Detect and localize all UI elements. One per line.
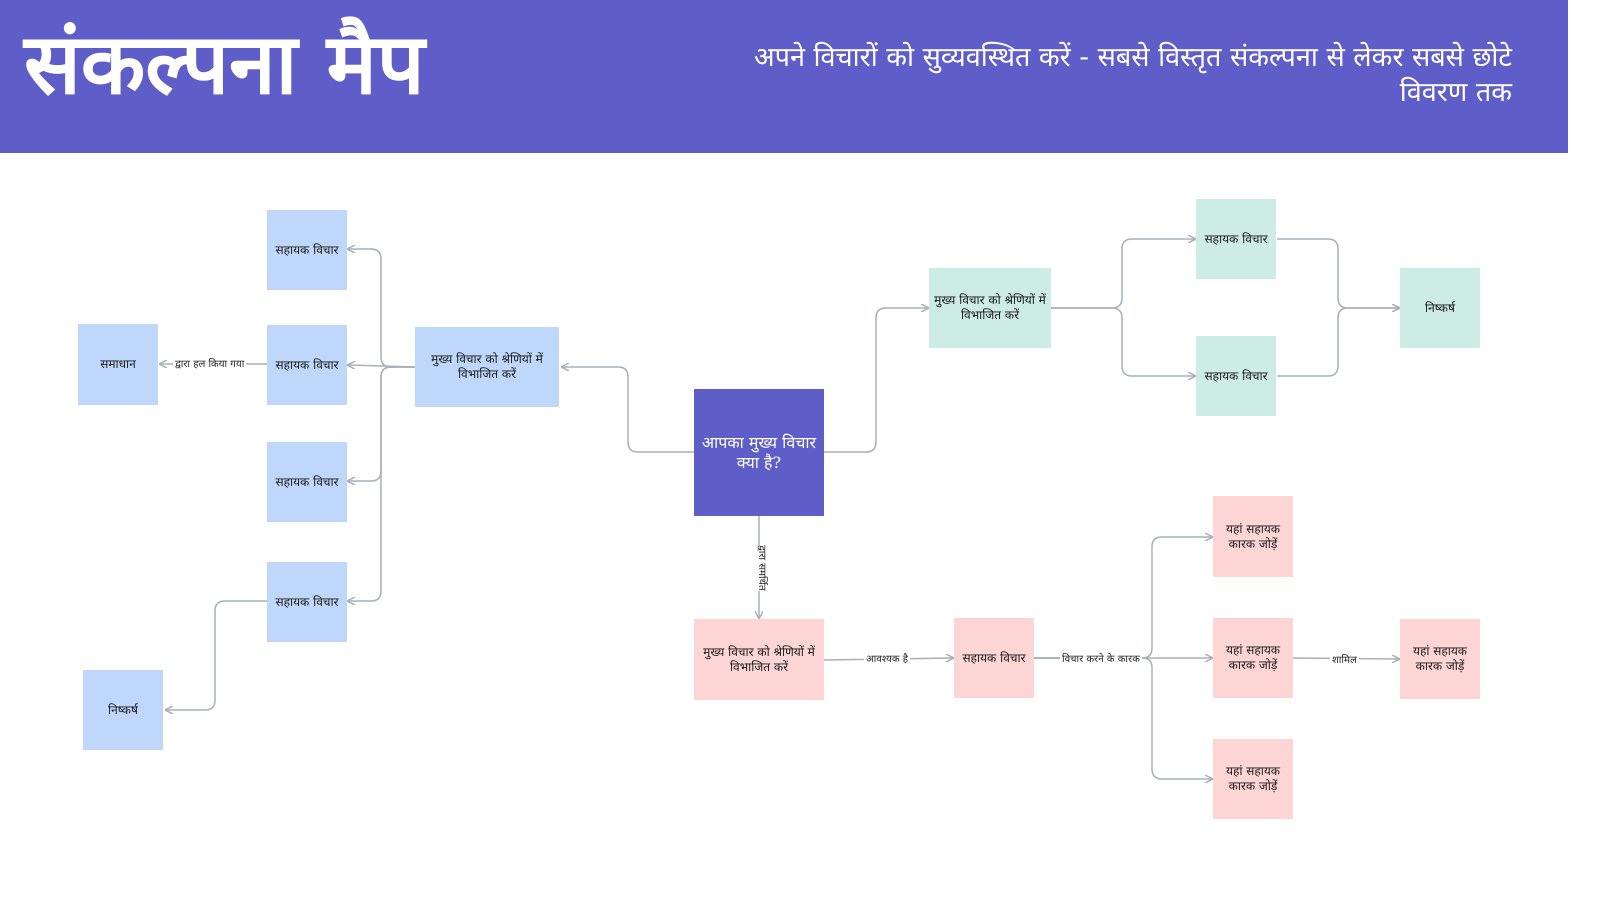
main-idea-node[interactable]: आपका मुख्य विचार क्या है? <box>694 389 824 516</box>
edge-support-4-to-conclusion <box>166 600 267 710</box>
edge-support-to-factor-3 <box>1034 657 1212 779</box>
left-support-node-4[interactable]: सहायक विचार <box>267 562 347 642</box>
right-support-node-1[interactable]: सहायक विचार <box>1196 199 1276 279</box>
bottom-support-node[interactable]: सहायक विचार <box>954 618 1034 698</box>
edge-left-category-to-support-4 <box>348 366 415 601</box>
edge-label-requires: आवश्यक है <box>864 651 910 665</box>
edge-right-support-2-to-conclusion <box>1277 308 1399 377</box>
edge-label-solved-by: द्वारा हल किया गया <box>173 356 247 370</box>
left-support-node-1[interactable]: सहायक विचार <box>267 210 347 290</box>
edge-main-to-right-category <box>824 308 928 453</box>
factor-node-4[interactable]: यहां सहायक कारक जोड़ें <box>1400 619 1480 699</box>
page-title: संकल्पना मैप <box>24 15 425 113</box>
page-subtitle: अपने विचारों को सुव्यवस्थित करें - सबसे … <box>753 42 1512 108</box>
edge-label-factors-to-consider: विचार करने के कारक <box>1060 651 1142 665</box>
edge-left-category-to-support-1 <box>348 249 415 368</box>
edge-label-includes: शामिल <box>1330 652 1359 666</box>
left-support-node-2[interactable]: सहायक विचार <box>267 325 347 405</box>
header-banner: संकल्पना मैप अपने विचारों को सुव्यवस्थित… <box>0 0 1568 153</box>
factor-node-1[interactable]: यहां सहायक कारक जोड़ें <box>1213 496 1293 577</box>
edge-support-to-factor-1 <box>1034 537 1212 659</box>
edge-right-category-to-support-2 <box>1051 307 1195 376</box>
right-category-node[interactable]: मुख्य विचार को श्रेणियों में विभाजित करे… <box>929 268 1051 348</box>
left-conclusion-node[interactable]: निष्कर्ष <box>83 670 163 750</box>
factor-node-3[interactable]: यहां सहायक कारक जोड़ें <box>1213 739 1293 819</box>
edge-label-supported-by: द्वारा समर्थित <box>752 545 770 591</box>
bottom-category-node[interactable]: मुख्य विचार को श्रेणियों में विभाजित करे… <box>694 619 824 700</box>
right-support-node-2[interactable]: सहायक विचार <box>1196 336 1276 416</box>
left-solution-node[interactable]: समाधान <box>78 324 158 405</box>
factor-node-2[interactable]: यहां सहायक कारक जोड़ें <box>1213 618 1293 698</box>
edge-main-to-left-category <box>562 367 694 453</box>
left-support-node-3[interactable]: सहायक विचार <box>267 442 347 522</box>
right-conclusion-node[interactable]: निष्कर्ष <box>1400 268 1480 348</box>
edge-right-category-to-support-1 <box>1051 239 1195 309</box>
edge-right-support-1-to-conclusion <box>1277 238 1399 308</box>
left-category-node[interactable]: मुख्य विचार को श्रेणियों में विभाजित करे… <box>415 327 559 407</box>
